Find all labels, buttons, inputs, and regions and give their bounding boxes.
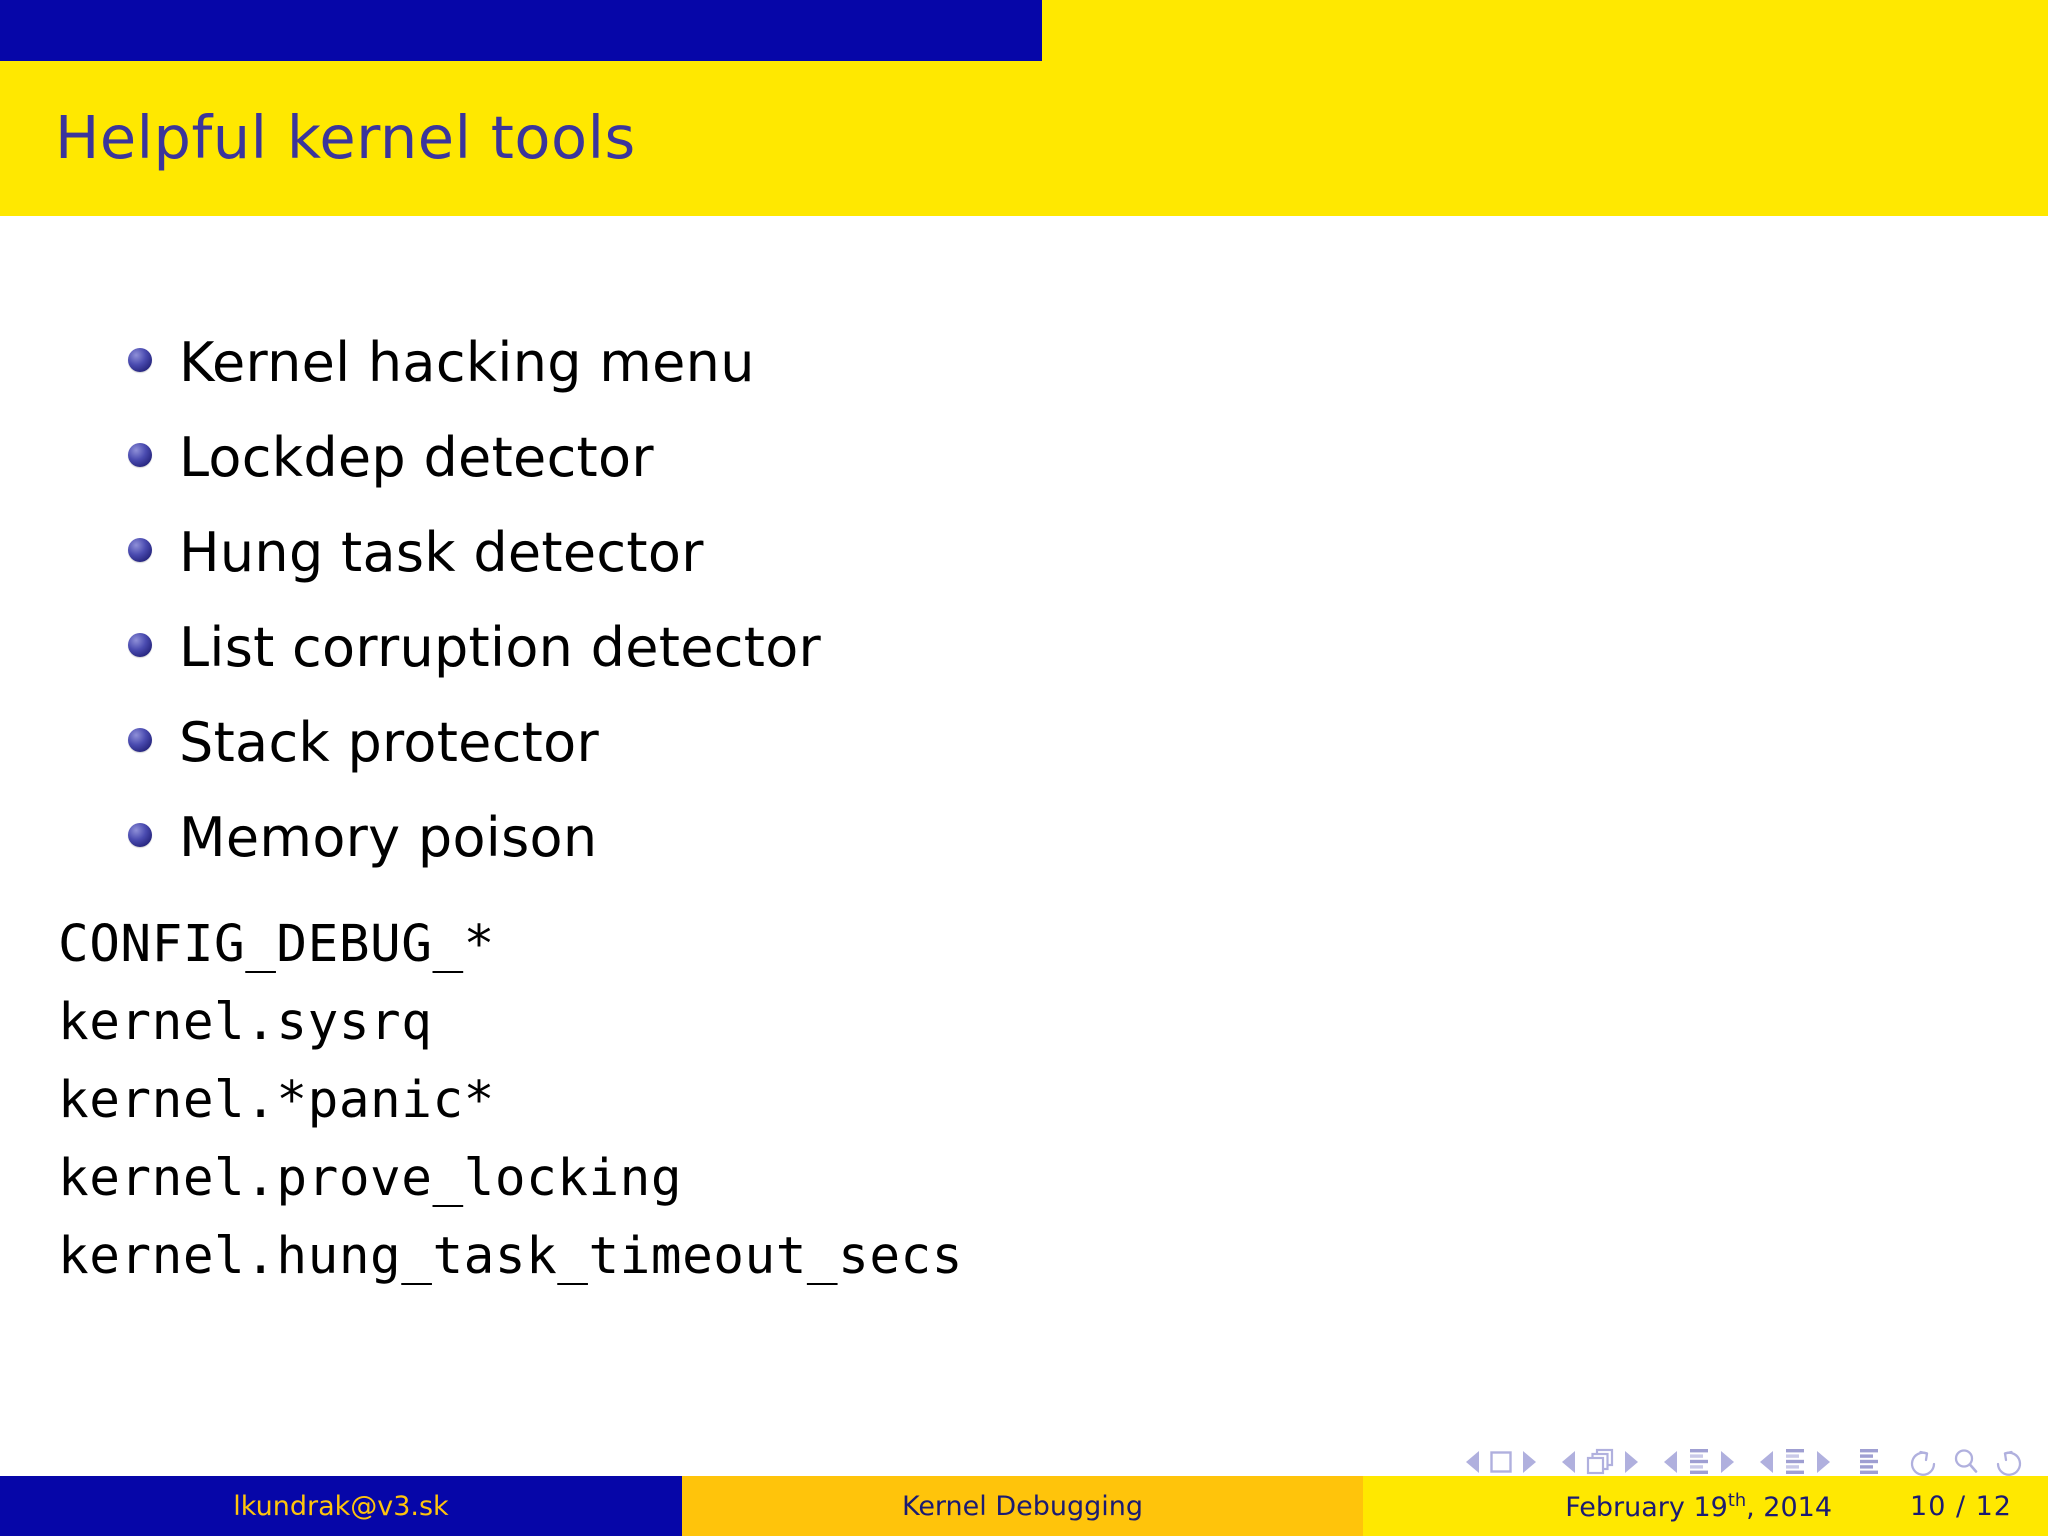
history-nav-group[interactable] [1908,1446,2024,1478]
list-item: Lockdep detector [0,431,2048,526]
frame-icon[interactable] [1584,1447,1616,1477]
footer-right: February 19th, 2014 10 / 12 [1363,1476,2048,1536]
slide-icon[interactable] [1488,1449,1514,1475]
code-line: CONFIG_DEBUG_* [58,915,495,974]
slide-footer: lkundrak@v3.sk Kernel Debugging February… [0,1476,2048,1536]
code-line: kernel.prove_locking [58,1149,683,1208]
page-title: Helpful kernel tools [55,103,636,172]
header-accent-bar [0,0,1042,61]
section-forward-icon[interactable] [1817,1451,1830,1473]
section-icon[interactable] [1782,1447,1808,1477]
slide-nav-group[interactable] [1466,1449,1536,1475]
subsection-back-icon[interactable] [1664,1451,1677,1473]
footer-talk-title: Kernel Debugging [682,1476,1363,1536]
section-back-icon[interactable] [1760,1451,1773,1473]
list-item: Stack protector [0,716,2048,811]
section-nav-group[interactable] [1760,1447,1830,1477]
footer-date-text: February 19 [1565,1491,1728,1523]
list-item: List corruption detector [0,621,2048,716]
bullet-dot-icon [128,348,152,372]
list-item: Hung task detector [0,526,2048,621]
list-item: Kernel hacking menu [0,336,2048,431]
slide-body: Kernel hacking menu Lockdep detector Hun… [0,216,2048,1476]
arrow-counterclockwise-icon[interactable] [1908,1446,1942,1478]
subsection-forward-icon[interactable] [1721,1451,1734,1473]
bullet-dot-icon [128,728,152,752]
frame-nav-group[interactable] [1562,1447,1638,1477]
document-icon[interactable] [1856,1447,1882,1477]
beamer-navigation-bar[interactable] [1466,1446,2024,1478]
list-item-label: Kernel hacking menu [179,331,755,394]
slide-forward-icon[interactable] [1523,1451,1536,1473]
list-item-label: Hung task detector [179,521,704,584]
magnifier-icon[interactable] [1951,1446,1981,1478]
subsection-icon[interactable] [1686,1447,1712,1477]
list-item: Memory poison [0,811,2048,906]
bullet-dot-icon [128,823,152,847]
footer-page-number: 10 / 12 [1910,1490,2012,1522]
frame-forward-icon[interactable] [1625,1451,1638,1473]
bullet-dot-icon [128,633,152,657]
frame-back-icon[interactable] [1562,1451,1575,1473]
list-item-label: Stack protector [179,711,599,774]
footer-date: February 19th, 2014 [1565,1490,1832,1523]
footer-author: lkundrak@v3.sk [0,1476,682,1536]
bullet-dot-icon [128,538,152,562]
bullet-list: Kernel hacking menu Lockdep detector Hun… [0,336,2048,906]
slide-back-icon[interactable] [1466,1451,1479,1473]
code-line: kernel.sysrq [58,993,433,1052]
footer-date-ordinal: th [1727,1489,1747,1511]
slide-header: Helpful kernel tools [0,0,2048,216]
list-item-label: List corruption detector [179,616,822,679]
code-line: kernel.*panic* [58,1071,495,1130]
subsection-nav-group[interactable] [1664,1447,1734,1477]
code-line: kernel.hung_task_timeout_secs [58,1227,963,1286]
list-item-label: Memory poison [179,806,598,869]
bullet-dot-icon [128,443,152,467]
footer-date-year: , 2014 [1746,1491,1833,1523]
arrow-clockwise-icon[interactable] [1990,1446,2024,1478]
document-nav-group[interactable] [1856,1447,1882,1477]
list-item-label: Lockdep detector [179,426,654,489]
code-block: CONFIG_DEBUG_* kernel.sysrq kernel.*pani… [58,906,963,1296]
